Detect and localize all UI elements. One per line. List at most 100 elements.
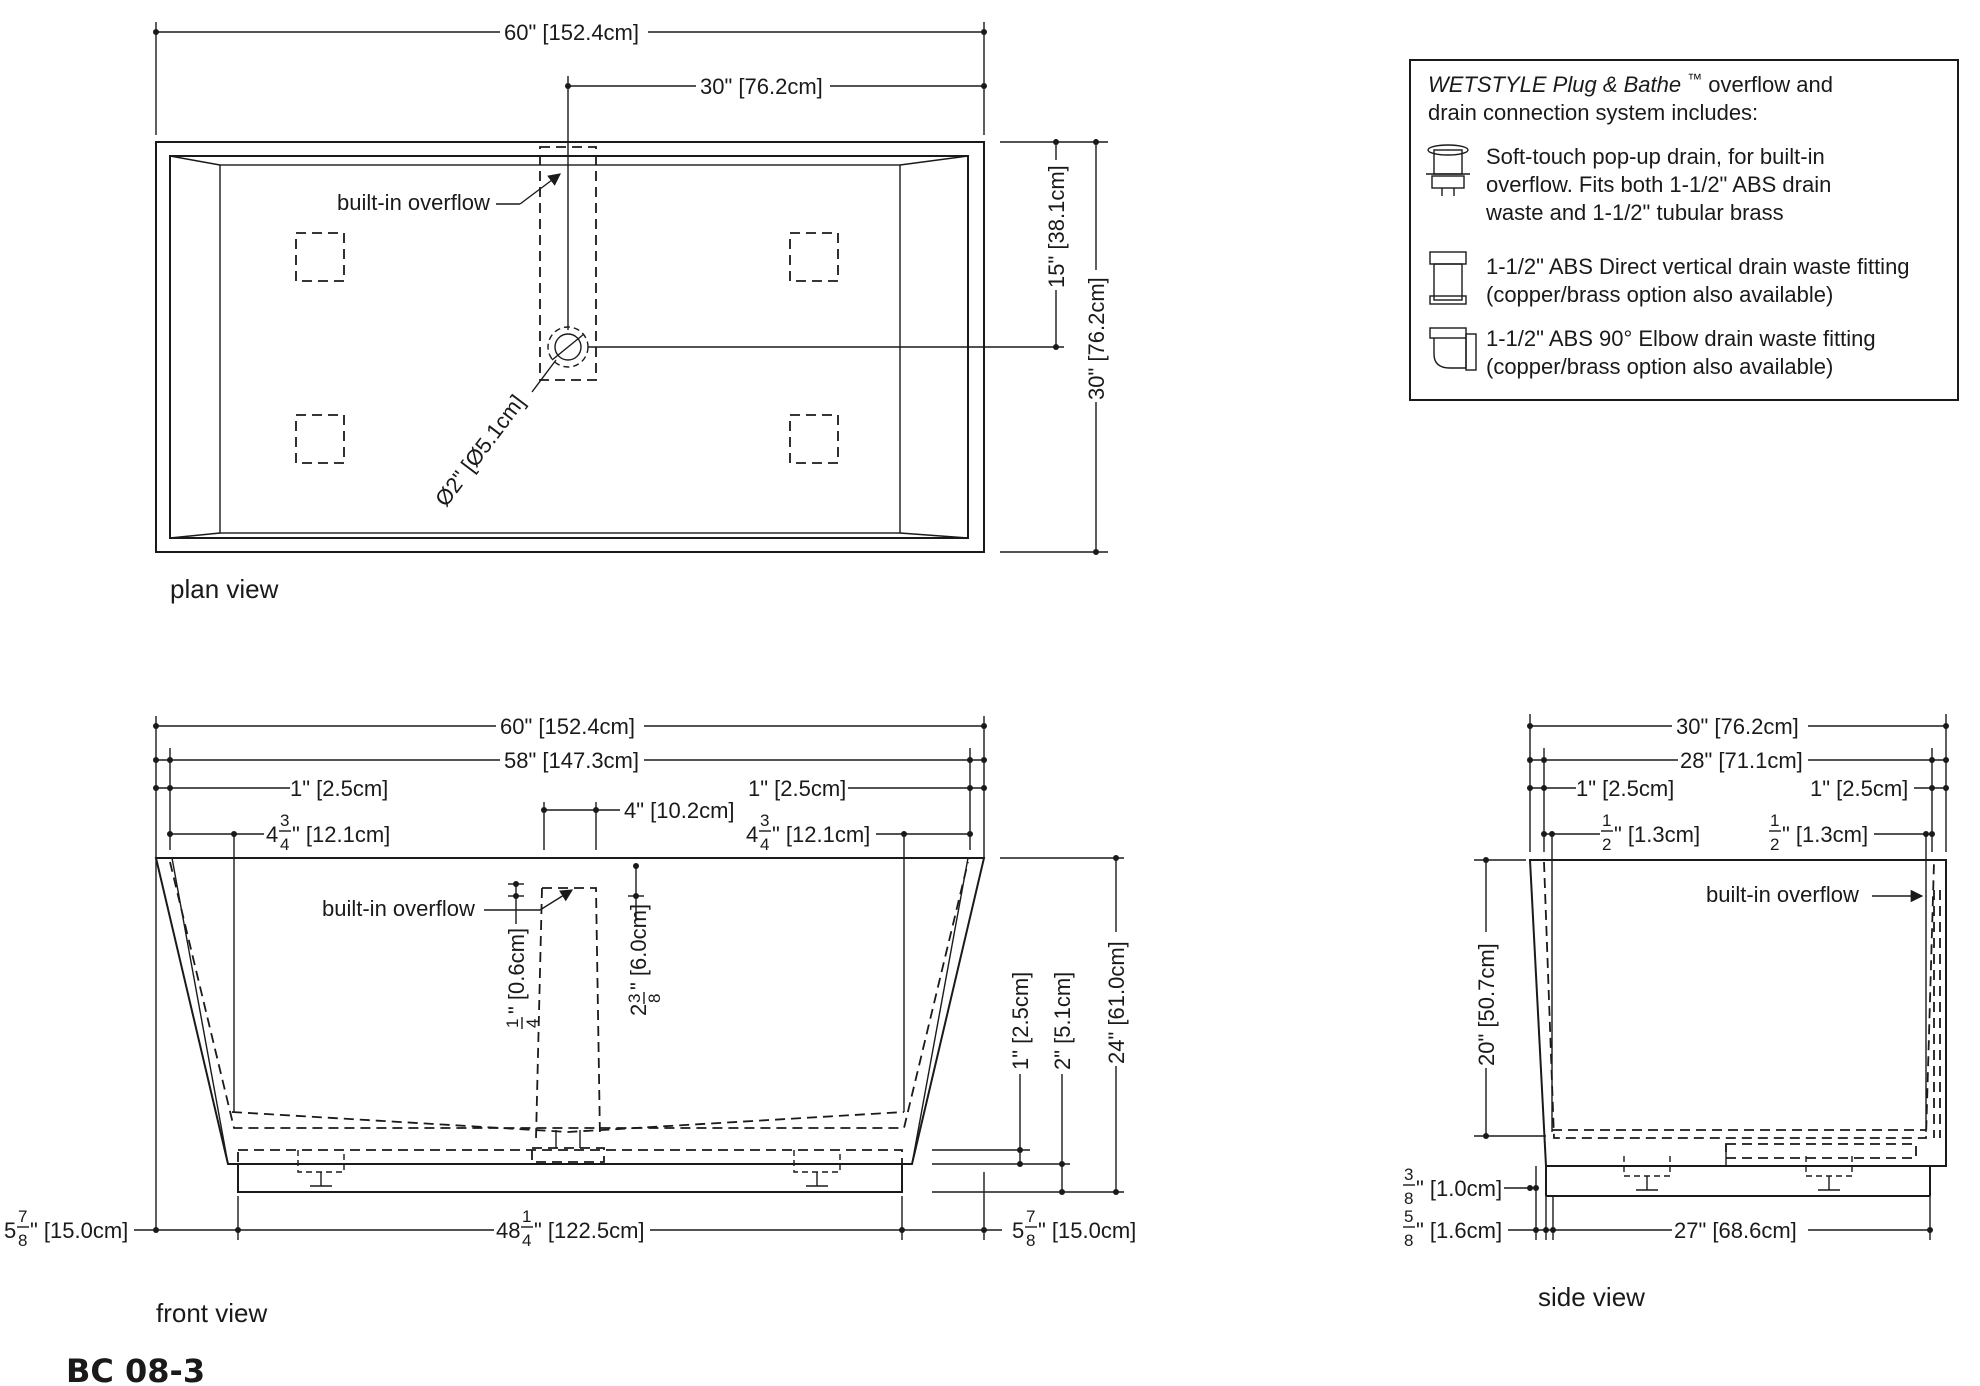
- svg-text:" [12.1cm]: " [12.1cm]: [292, 822, 390, 847]
- legend-item1-line3: waste and 1-1/2" tubular brass: [1485, 200, 1784, 225]
- front-foot: [793, 1150, 841, 1187]
- front-dim-inner-length: 58" [147.3cm]: [504, 748, 639, 773]
- svg-text:" [15.0cm]: " [15.0cm]: [30, 1218, 128, 1243]
- svg-text:" [1.3cm]: " [1.3cm]: [1614, 822, 1700, 847]
- front-dim-base-2: 2" [5.1cm]: [1050, 972, 1075, 1070]
- front-overflow-label: built-in overflow: [322, 896, 475, 921]
- plan-basin-floor: [219, 164, 901, 534]
- legend-item1-line2: overflow. Fits both 1-1/2" ABS drain: [1486, 172, 1831, 197]
- svg-text:5: 5: [4, 1218, 16, 1243]
- front-dim-height: 24" [61.0cm]: [1104, 941, 1129, 1064]
- plan-drain-diameter: Ø2" [Ø5.1cm]: [430, 390, 530, 511]
- svg-text:" [15.0cm]: " [15.0cm]: [1038, 1218, 1136, 1243]
- svg-text:" [12.1cm]: " [12.1cm]: [772, 822, 870, 847]
- front-drain-fitting: [531, 1147, 605, 1163]
- svg-text:7: 7: [1026, 1207, 1035, 1226]
- elbow-fitting-icon: [1429, 327, 1477, 371]
- front-tub-body: [154, 857, 986, 1165]
- front-dim-base-length: 48 1 4 " [122.5cm]: [496, 1207, 645, 1250]
- svg-text:8: 8: [1404, 1231, 1413, 1250]
- legend-item1-line1: Soft-touch pop-up drain, for built-in: [1486, 144, 1825, 169]
- side-dim-base: 27" [68.6cm]: [1674, 1218, 1797, 1243]
- svg-text:5: 5: [1012, 1218, 1024, 1243]
- front-dim-right-offset: 4 3 4 " [12.1cm]: [746, 811, 870, 854]
- svg-text:" [1.0cm]: " [1.0cm]: [1416, 1176, 1502, 1201]
- front-view-label: front view: [156, 1298, 267, 1328]
- side-dim-rim-right: 1" [2.5cm]: [1810, 776, 1908, 801]
- side-dim-height: 20" [50.7cm]: [1474, 943, 1499, 1066]
- front-view: 60" [152.4cm] 58" [147.3cm] 1" [2.5cm] 1…: [4, 714, 1136, 1328]
- side-dim-left-offset: 1 2 " [1.3cm]: [1601, 811, 1700, 854]
- svg-text:8: 8: [645, 994, 664, 1003]
- plan-foot: [295, 232, 345, 282]
- svg-text:2: 2: [626, 1004, 651, 1016]
- legend-item2-line2: (copper/brass option also available): [1486, 282, 1833, 307]
- plan-dim-length: 60" [152.4cm]: [504, 20, 639, 45]
- side-basin-dashed: [1543, 861, 1935, 1139]
- svg-text:3: 3: [280, 811, 289, 830]
- plan-foot: [789, 414, 839, 464]
- side-tub-body: [1528, 859, 1947, 1167]
- svg-text:" [6.0cm]: " [6.0cm]: [626, 904, 651, 990]
- side-drain-fitting: [1725, 1143, 1917, 1159]
- svg-text:4: 4: [522, 1231, 531, 1250]
- plan-drain: [547, 326, 589, 368]
- front-dim-side-right: 5 7 8 " [15.0cm]: [1012, 1207, 1136, 1250]
- legend-title-line2: drain connection system includes:: [1428, 100, 1758, 125]
- side-dim-right-offset: 1 2 " [1.3cm]: [1769, 811, 1868, 854]
- front-dim-rim-right: 1" [2.5cm]: [748, 776, 846, 801]
- svg-text:2: 2: [1602, 835, 1611, 854]
- legend-item3-line1: 1-1/2" ABS 90° Elbow drain waste fitting: [1486, 326, 1876, 351]
- svg-text:8: 8: [1026, 1231, 1035, 1250]
- front-dim-rim-left: 1" [2.5cm]: [290, 776, 388, 801]
- plan-view-label: plan view: [170, 574, 279, 604]
- plan-overflow-label: built-in overflow: [337, 190, 490, 215]
- svg-text:" [1.6cm]: " [1.6cm]: [1416, 1218, 1502, 1243]
- front-basin-dashed: [169, 861, 969, 1129]
- svg-text:4: 4: [266, 822, 278, 847]
- side-dim-inner-width: 28" [71.1cm]: [1680, 748, 1803, 773]
- plan-dim-width: 30" [76.2cm]: [1084, 277, 1109, 400]
- plan-foot: [295, 414, 345, 464]
- legend-item3-line2: (copper/brass option also available): [1486, 354, 1833, 379]
- side-view: 30" [76.2cm] 28" [71.1cm] 1" [2.5cm] 1" …: [1403, 714, 1949, 1312]
- svg-text:1: 1: [522, 1207, 531, 1226]
- front-dim-left-offset: 4 3 4 " [12.1cm]: [266, 811, 390, 854]
- front-dim-base-1: 1" [2.5cm]: [1008, 972, 1033, 1070]
- legend-item2-line1: 1-1/2" ABS Direct vertical drain waste f…: [1486, 254, 1910, 279]
- front-dim-overflow-width: 4" [10.2cm]: [624, 798, 735, 823]
- svg-text:4: 4: [746, 822, 758, 847]
- svg-text:2: 2: [1770, 835, 1779, 854]
- popup-drain-icon: [1426, 144, 1470, 196]
- svg-text:5: 5: [1404, 1207, 1413, 1226]
- svg-text:48: 48: [496, 1218, 520, 1243]
- svg-text:7: 7: [18, 1207, 27, 1226]
- svg-text:" [122.5cm]: " [122.5cm]: [534, 1218, 645, 1243]
- svg-text:1: 1: [1602, 811, 1611, 830]
- side-overflow-label: built-in overflow: [1706, 882, 1859, 907]
- side-dim-rim-left: 1" [2.5cm]: [1576, 776, 1674, 801]
- svg-text:3: 3: [1404, 1165, 1413, 1184]
- side-dim-small-1: 3 8 " [1.0cm]: [1403, 1165, 1502, 1208]
- front-dim-overflow-height: 2 3 8 " [6.0cm]: [625, 904, 664, 1016]
- svg-text:8: 8: [18, 1231, 27, 1250]
- svg-text:4: 4: [523, 1019, 542, 1028]
- vertical-fitting-icon: [1429, 251, 1467, 305]
- side-dim-small-2: 5 8 " [1.6cm]: [1403, 1207, 1502, 1250]
- plan-view: built-in overflow Ø2" [Ø5.1cm] 60" [152.…: [153, 20, 1109, 604]
- svg-text:3: 3: [625, 994, 644, 1003]
- plan-foot: [789, 232, 839, 282]
- svg-text:" [1.3cm]: " [1.3cm]: [1782, 822, 1868, 847]
- side-dim-width: 30" [76.2cm]: [1676, 714, 1799, 739]
- side-foot: [1623, 1156, 1671, 1191]
- plan-dim-half-width: 15" [38.1cm]: [1044, 165, 1069, 288]
- front-foot: [297, 1150, 345, 1187]
- front-base: [237, 1163, 903, 1193]
- svg-text:" [0.6cm]: " [0.6cm]: [504, 928, 529, 1014]
- svg-text:1: 1: [503, 1019, 522, 1028]
- svg-text:8: 8: [1404, 1189, 1413, 1208]
- front-overflow-channel: [535, 887, 601, 1139]
